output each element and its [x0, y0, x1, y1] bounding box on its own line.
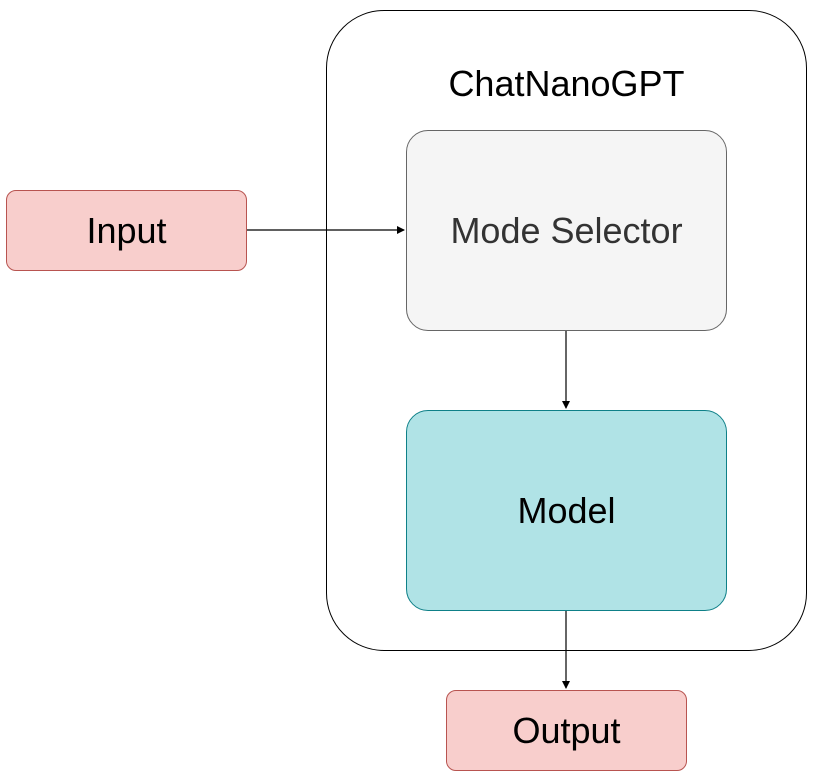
input-node: Input [6, 190, 247, 271]
output-node: Output [446, 690, 687, 771]
input-label: Input [86, 209, 167, 251]
output-label: Output [512, 709, 621, 751]
model-node: Model [406, 410, 727, 611]
mode-selector-node: Mode Selector [406, 130, 727, 331]
container-title: ChatNanoGPT [448, 63, 685, 104]
mode-selector-label: Mode Selector [450, 209, 683, 251]
model-label: Model [517, 489, 616, 531]
